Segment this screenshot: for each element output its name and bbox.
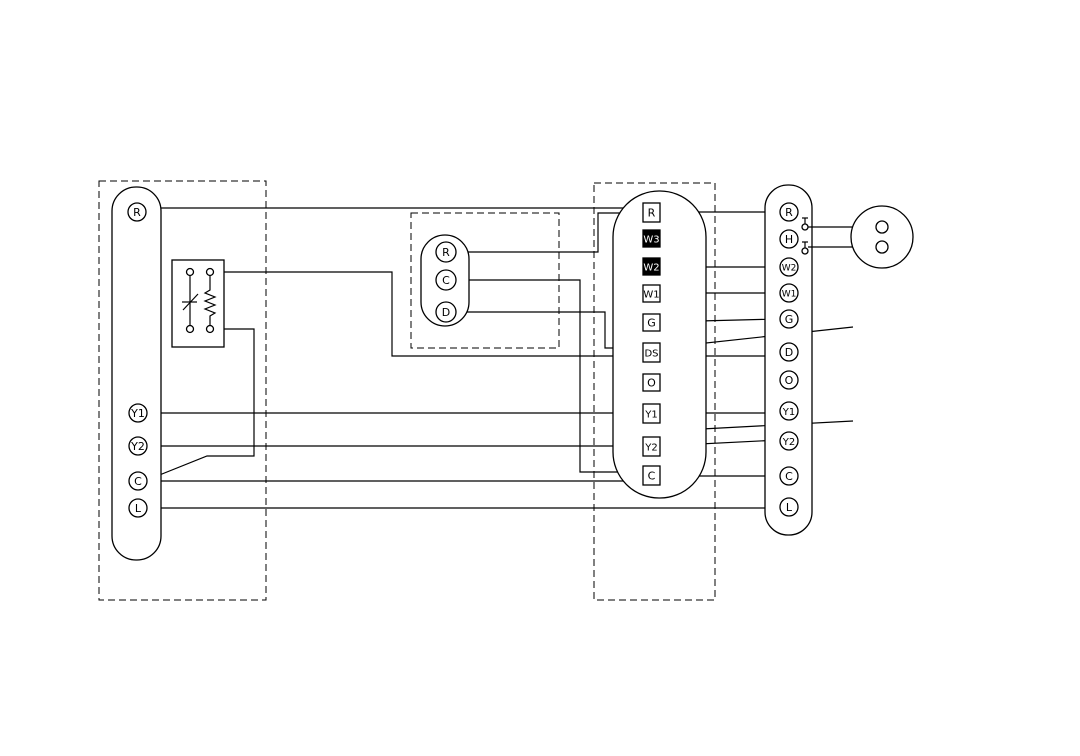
indoor-terminal-w1-label: W1 bbox=[643, 290, 659, 301]
outdoor-terminal-y2: Y2 bbox=[129, 437, 147, 455]
outdoor-terminal-c: C bbox=[129, 472, 147, 490]
thermostat-terminal-y1-label: Y1 bbox=[782, 407, 795, 418]
indoor-terminal-w2: W2 bbox=[643, 258, 660, 275]
indoor-terminal-c-label: C bbox=[648, 470, 656, 483]
indoor-terminal-g: G bbox=[643, 314, 660, 331]
outdoor-terminal-r: R bbox=[128, 203, 146, 221]
outdoor-terminal-y1: Y1 bbox=[129, 404, 147, 422]
indoor-terminal-y2: Y2 bbox=[643, 437, 660, 456]
indoor-terminal-g-label: G bbox=[647, 317, 656, 330]
thermostat-terminal-r-label: R bbox=[785, 206, 793, 219]
thermostat-terminal-h: H bbox=[780, 230, 798, 248]
outdoor-unit-terminal-strip: R Y1 Y2 C L bbox=[112, 187, 161, 560]
indoor-terminal-ds: DS bbox=[643, 343, 660, 362]
thermostat-terminal-w2-label: W2 bbox=[782, 264, 797, 274]
defrost-terminal-c-label: C bbox=[442, 274, 450, 287]
thermostat-terminal-l: L bbox=[780, 498, 798, 516]
thermostat-terminal-c: C bbox=[780, 467, 798, 485]
indoor-terminal-c: C bbox=[643, 466, 660, 485]
thermostat-terminal-w1-label: W1 bbox=[782, 290, 797, 300]
thermostat-terminal-y1: Y1 bbox=[780, 402, 798, 420]
indoor-terminal-o-label: O bbox=[647, 377, 656, 390]
outdoor-terminal-l: L bbox=[129, 499, 147, 517]
humidistat-contact-top bbox=[876, 221, 888, 233]
indoor-terminal-y1-label: Y1 bbox=[644, 410, 657, 421]
thermostat-terminal-l-label: L bbox=[786, 501, 793, 514]
defrost-terminal-d: D bbox=[436, 302, 456, 322]
thermostat-terminal-strip: R H W2 W1 G D O Y1 bbox=[765, 185, 812, 535]
thermostat-terminal-y2: Y2 bbox=[780, 432, 798, 450]
outdoor-terminal-y2-label: Y2 bbox=[130, 440, 145, 453]
thermostat-terminal-w2: W2 bbox=[780, 258, 798, 276]
thermostat-terminal-r: R bbox=[780, 203, 798, 221]
outdoor-terminal-r-label: R bbox=[133, 206, 141, 219]
indoor-terminal-w1: W1 bbox=[643, 285, 660, 302]
thermostat-terminal-y2-label: Y2 bbox=[782, 437, 795, 448]
defrost-terminal-r-label: R bbox=[442, 246, 450, 259]
thermostat-terminal-d: D bbox=[780, 343, 798, 361]
defrost-terminal-c: C bbox=[436, 270, 456, 290]
indoor-terminal-w3: W3 bbox=[643, 230, 660, 247]
outdoor-terminal-y1-label: Y1 bbox=[130, 407, 145, 420]
indoor-terminal-r-label: R bbox=[648, 207, 656, 220]
outdoor-terminal-l-label: L bbox=[135, 502, 142, 515]
defrost-terminal-d-label: D bbox=[442, 306, 450, 319]
relay-heater-component bbox=[172, 260, 224, 347]
thermostat-terminal-o-label: O bbox=[785, 374, 794, 387]
indoor-terminal-w3-label: W3 bbox=[643, 235, 659, 246]
indoor-terminal-w2-label: W2 bbox=[643, 263, 659, 274]
thermostat-terminal-w1: W1 bbox=[780, 284, 798, 302]
outdoor-terminal-c-label: C bbox=[134, 475, 142, 488]
humidistat-contact-bottom bbox=[876, 241, 888, 253]
indoor-unit-terminal-board: R W3 W2 W1 G DS O Y1 bbox=[613, 191, 706, 498]
defrost-terminal-r: R bbox=[436, 242, 456, 262]
thermostat-terminal-d-label: D bbox=[785, 346, 793, 359]
humidistat-switch bbox=[802, 206, 913, 268]
indoor-terminal-ds-label: DS bbox=[644, 349, 658, 360]
indoor-terminal-y2-label: Y2 bbox=[644, 443, 657, 454]
wiring bbox=[137, 208, 853, 508]
thermostat-terminal-g: G bbox=[780, 310, 798, 328]
thermostat-terminal-g-label: G bbox=[785, 313, 794, 326]
thermostat-terminal-o: O bbox=[780, 371, 798, 389]
indoor-terminal-y1: Y1 bbox=[643, 404, 660, 423]
thermostat-terminal-h-label: H bbox=[785, 233, 793, 246]
wire-relay-c bbox=[147, 329, 254, 480]
defrost-sensor-terminals: R C D bbox=[421, 235, 469, 326]
indoor-terminal-o: O bbox=[643, 374, 660, 391]
thermostat-terminal-c-label: C bbox=[785, 470, 793, 483]
indoor-terminal-r: R bbox=[643, 203, 660, 222]
humidistat-device bbox=[851, 206, 913, 268]
